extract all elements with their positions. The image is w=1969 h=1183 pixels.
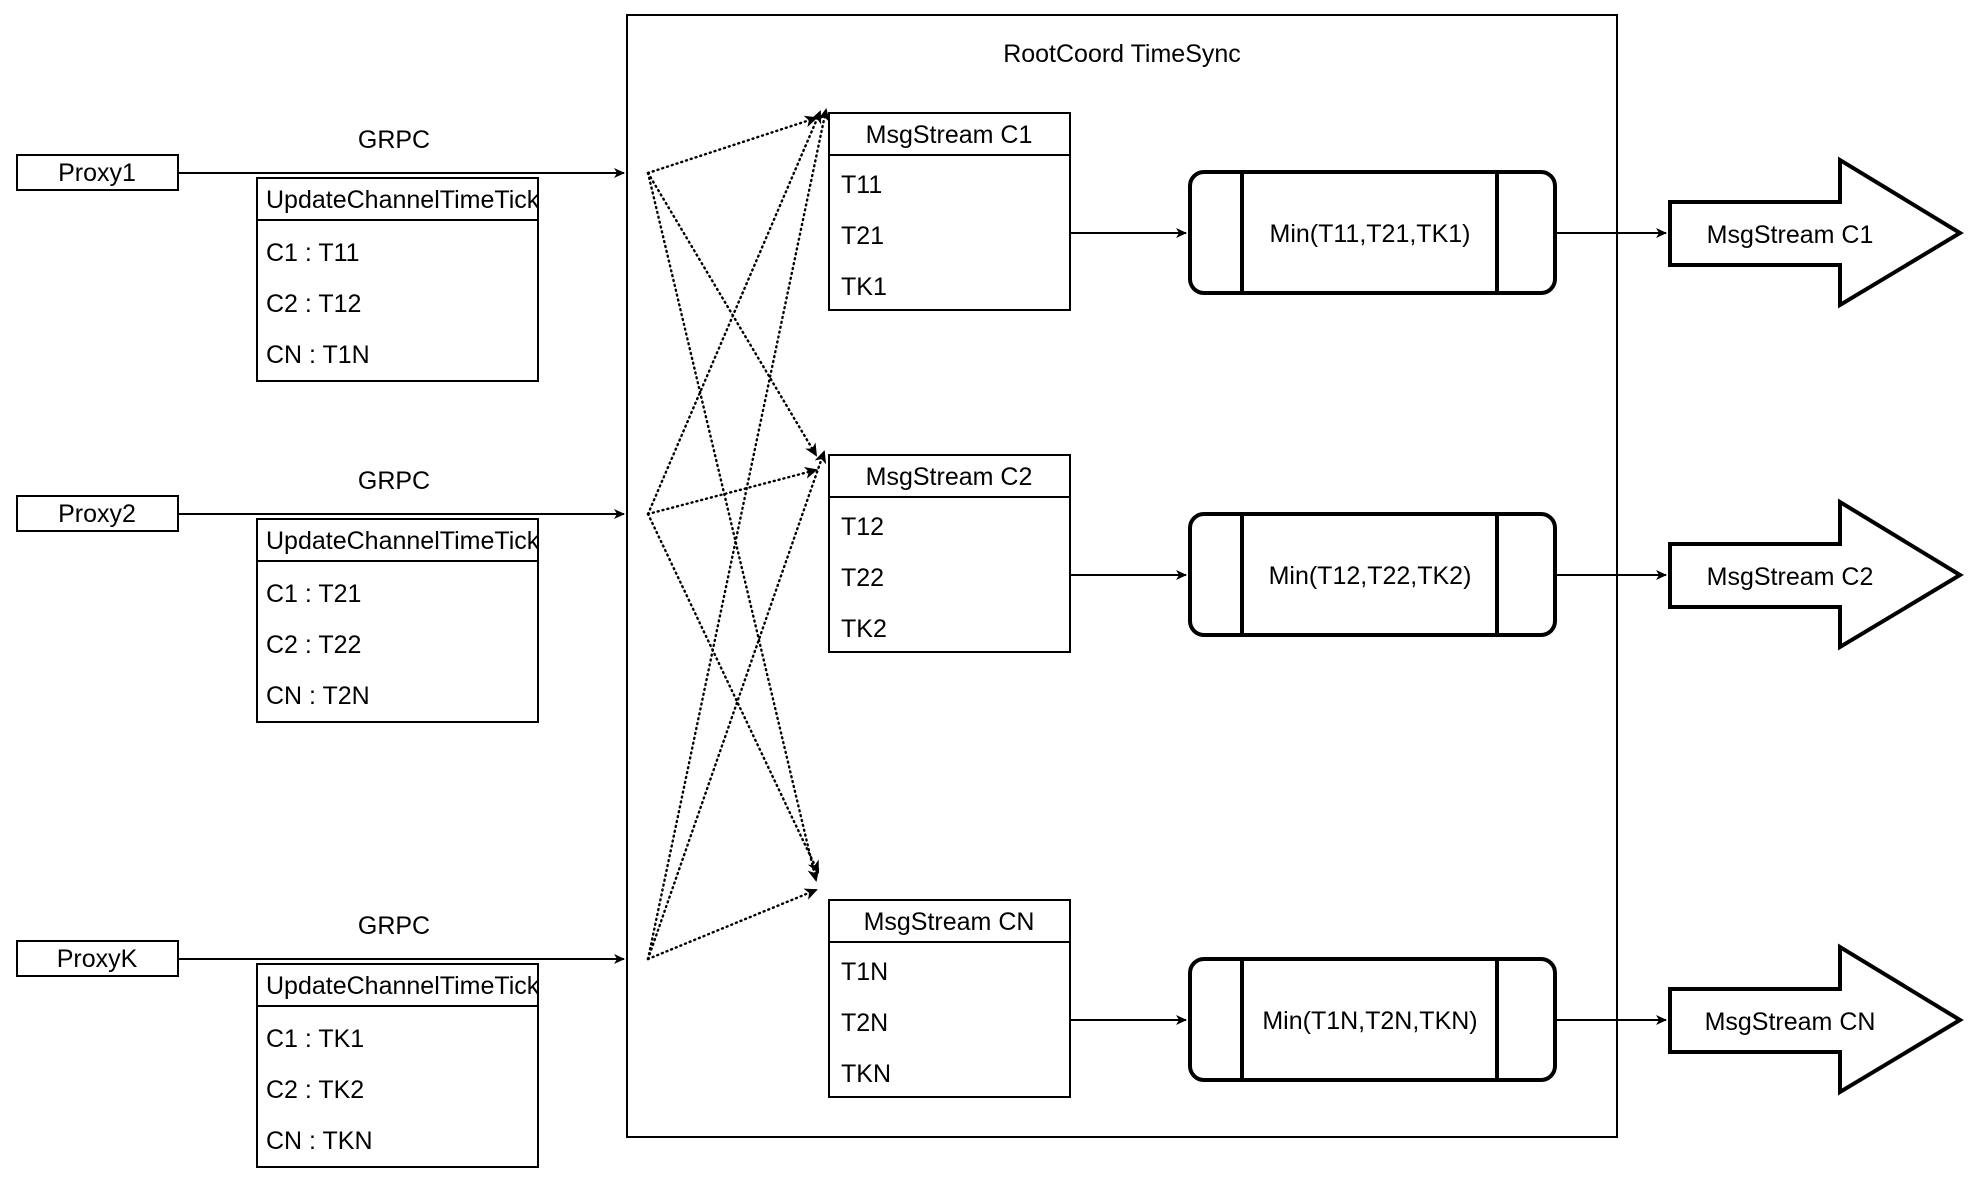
dispatch-arrow-pk-c1 [646,108,830,961]
uctt-row-1-1: C2 : T12 [266,290,361,318]
msgstream-row-3-1: T2N [841,1009,888,1037]
uctt-row-2-2: CN : T2N [266,682,370,710]
msgstream-row-2-1: T22 [841,564,884,592]
uctt-row-3-1: C2 : TK2 [266,1076,364,1104]
msgstream-header-3: MsgStream CN [864,908,1035,936]
grpc-label-1: GRPC [358,126,430,154]
uctt-header-2: UpdateChannelTimeTick [266,527,540,555]
msgstream-row-3-2: TKN [841,1060,891,1088]
dispatch-arrow-p2-c1 [646,110,822,516]
proxy-box-1[interactable] [16,154,179,191]
uctt-row-3-2: CN : TKN [266,1127,373,1155]
update-channel-timetick-box-3 [256,963,539,1168]
uctt-row-2-0: C1 : T21 [266,580,361,608]
min-process-label-2: Min(T12,T22,TK2) [1269,562,1472,590]
output-label-2: MsgStream C2 [1707,563,1874,591]
dispatch-arrow-p2-cn [646,512,820,874]
msgstream-row-2-2: TK2 [841,615,887,643]
proxy-label-2: Proxy2 [58,500,136,528]
output-block-arrow-1 [1668,156,1964,309]
msgstream-box-1 [828,112,1071,311]
output-block-arrow-2 [1668,498,1964,651]
grpc-label-3: GRPC [358,912,430,940]
msgstream-row-2-0: T12 [841,513,884,541]
msgstream-header-1: MsgStream C1 [866,121,1033,149]
uctt-header-1: UpdateChannelTimeTick [266,186,540,214]
dispatch-arrow-p2-c2 [646,466,818,516]
proxy-box-2[interactable] [16,495,179,532]
uctt-row-2-1: C2 : T22 [266,631,361,659]
output-block-arrow-3 [1668,943,1964,1096]
msgstream-row-1-1: T21 [841,222,884,250]
uctt-header-3: UpdateChannelTimeTick [266,972,540,1000]
uctt-row-1-0: C1 : T11 [266,239,360,267]
dispatch-arrow-p1-c2 [646,171,818,457]
msgstream-header-2: MsgStream C2 [866,463,1033,491]
dispatch-arrow-pk-c2 [646,450,827,961]
grpc-label-2: GRPC [358,467,430,495]
msgstream-box-2 [828,454,1071,653]
dispatch-arrow-pk-cn [646,888,818,961]
update-channel-timetick-box-1 [256,177,539,382]
dispatch-arrow-p1-c1 [646,115,818,175]
output-label-3: MsgStream CN [1705,1008,1876,1036]
update-channel-timetick-box-2 [256,518,539,723]
uctt-row-3-0: C1 : TK1 [266,1025,364,1053]
min-process-label-3: Min(T1N,T2N,TKN) [1262,1007,1477,1035]
container-title: RootCoord TimeSync [1003,40,1241,68]
min-process-label-1: Min(T11,T21,TK1) [1270,220,1471,248]
msgstream-box-3 [828,899,1071,1098]
msgstream-row-1-2: TK1 [841,273,887,301]
proxy-label-1: Proxy1 [58,159,136,187]
uctt-row-1-2: CN : T1N [266,341,370,369]
output-label-1: MsgStream C1 [1707,221,1874,249]
proxy-label-3: ProxyK [57,945,138,973]
msgstream-row-3-0: T1N [841,958,888,986]
msgstream-row-1-0: T11 [841,171,882,199]
dispatch-arrow-p1-cn [646,171,820,882]
